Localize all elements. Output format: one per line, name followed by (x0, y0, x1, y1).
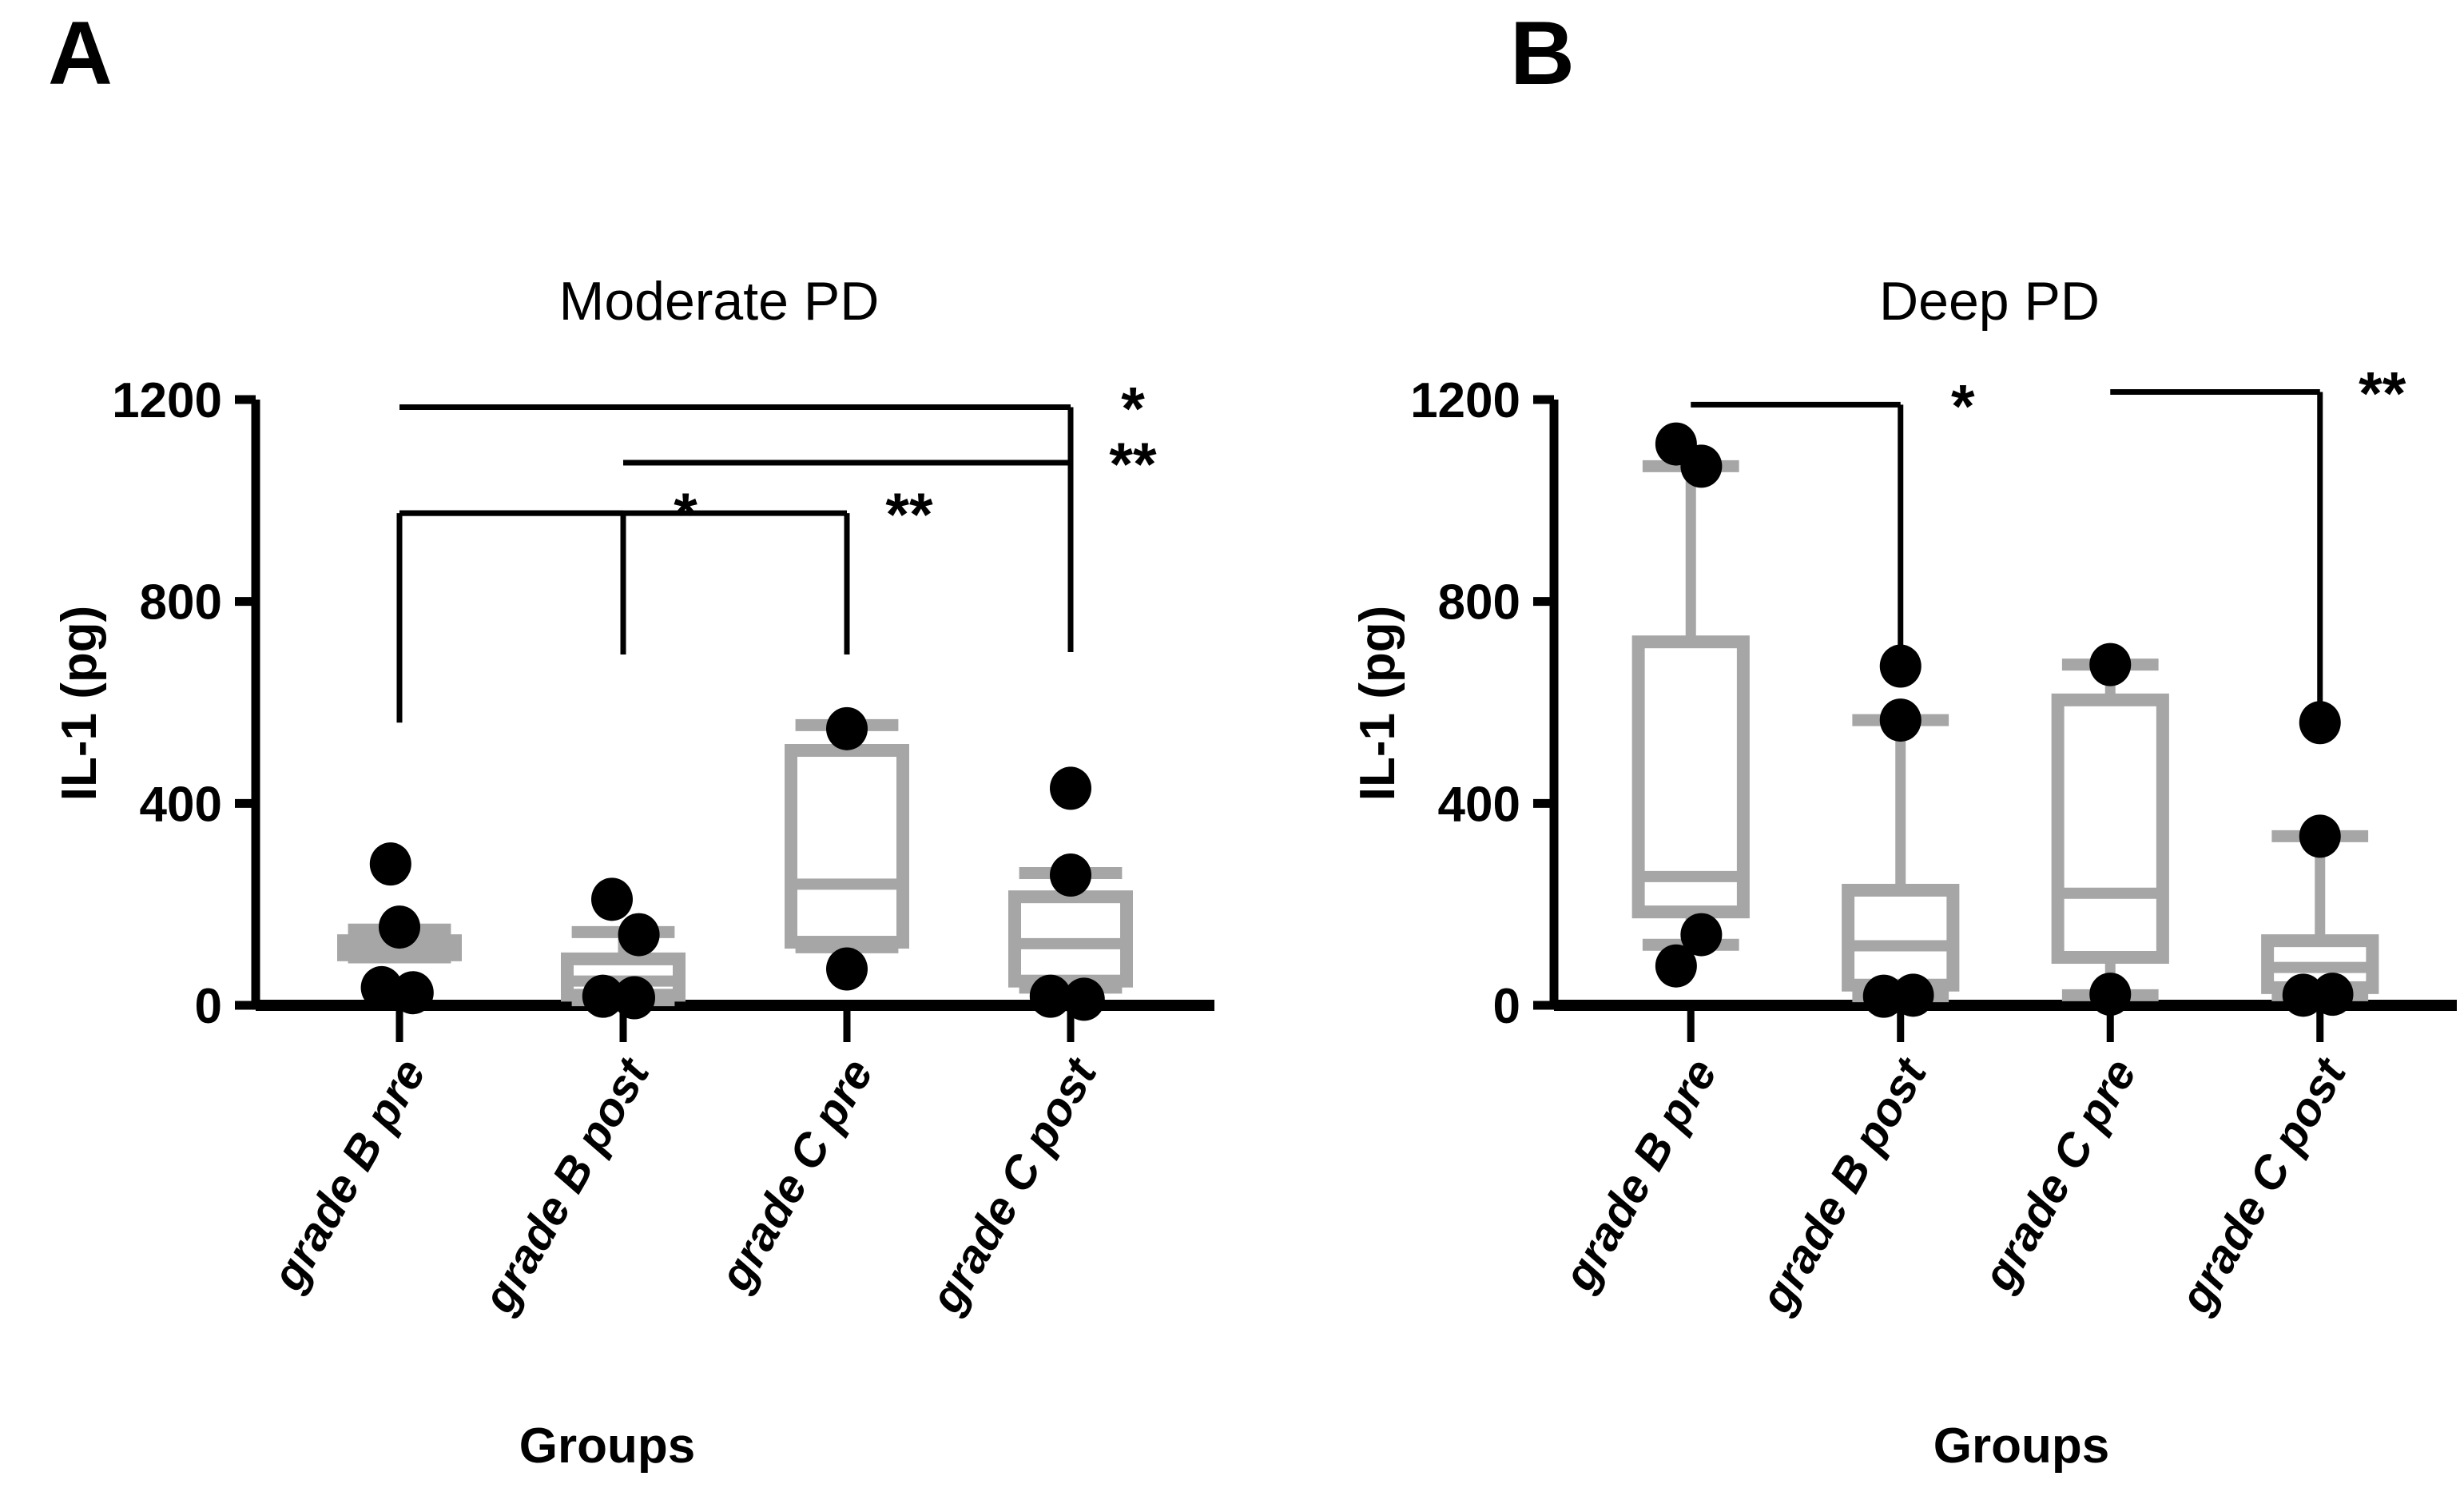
y-tick-label-1200: 1200 (112, 373, 222, 428)
data-point (2299, 814, 2341, 858)
panel-title: Moderate PD (559, 271, 880, 332)
boxplot-2 (785, 718, 909, 953)
data-point (591, 877, 633, 921)
y-axis-title: IL-1 (pg) (1350, 606, 1405, 802)
data-point (2282, 973, 2324, 1017)
box-iqr (785, 744, 909, 949)
data-point (1063, 977, 1105, 1021)
data-point (1655, 944, 1697, 988)
data-point (1892, 973, 1934, 1017)
boxplot-3 (1008, 867, 1133, 994)
x-axis-title: Groups (1933, 1418, 2109, 1474)
y-axis-title: IL-1 (pg) (52, 606, 107, 802)
significance-label: ** (885, 481, 933, 549)
y-tick-label-400: 400 (140, 777, 222, 832)
data-point (1862, 974, 1905, 1018)
data-point (1879, 644, 1922, 688)
boxplot-2 (2051, 658, 2169, 1001)
y-tick-label-1200: 1200 (1410, 373, 1520, 428)
y-tick-label-0: 0 (1493, 979, 1520, 1034)
data-point (1680, 444, 1723, 488)
x-axis-title: Groups (519, 1418, 695, 1474)
y-tick-label-0: 0 (195, 979, 222, 1034)
significance-bracket-1: ** (623, 431, 1157, 652)
data-point (1029, 974, 1071, 1018)
significance-label: * (1951, 372, 1975, 440)
y-tick-label-800: 800 (140, 575, 222, 631)
panel-title: Deep PD (1879, 271, 2100, 332)
data-point (2089, 973, 2132, 1017)
y-tick-label-800: 800 (1438, 575, 1520, 631)
significance-label: ** (1109, 431, 1157, 499)
data-point (379, 905, 420, 949)
significance-label: * (1121, 375, 1145, 443)
data-point (826, 706, 868, 750)
panel-letter-a: A (48, 3, 113, 103)
y-tick-label-400: 400 (1438, 777, 1520, 832)
box-iqr (1842, 883, 1960, 992)
data-point (618, 913, 660, 957)
significance-bracket-3: ** (399, 481, 933, 654)
data-point (1050, 853, 1091, 897)
significance-bracket-1: ** (2110, 360, 2406, 723)
data-point (2311, 973, 2354, 1017)
box-iqr (1631, 635, 1750, 919)
data-point (1050, 766, 1091, 810)
box-iqr (2051, 693, 2169, 964)
data-point (1879, 698, 1922, 742)
data-point (2089, 643, 2132, 686)
significance-bracket-0: * (399, 375, 1145, 652)
data-point (360, 965, 403, 1009)
data-point (826, 947, 868, 991)
boxplot-1 (1842, 714, 1960, 1003)
significance-label: ** (2359, 360, 2406, 428)
data-point (1680, 913, 1723, 957)
panel-letter-b: B (1510, 3, 1575, 103)
data-point (391, 971, 434, 1015)
data-point (582, 974, 624, 1018)
data-point (614, 976, 655, 1020)
significance-bracket-0: * (1691, 372, 1975, 658)
data-point (369, 842, 411, 886)
